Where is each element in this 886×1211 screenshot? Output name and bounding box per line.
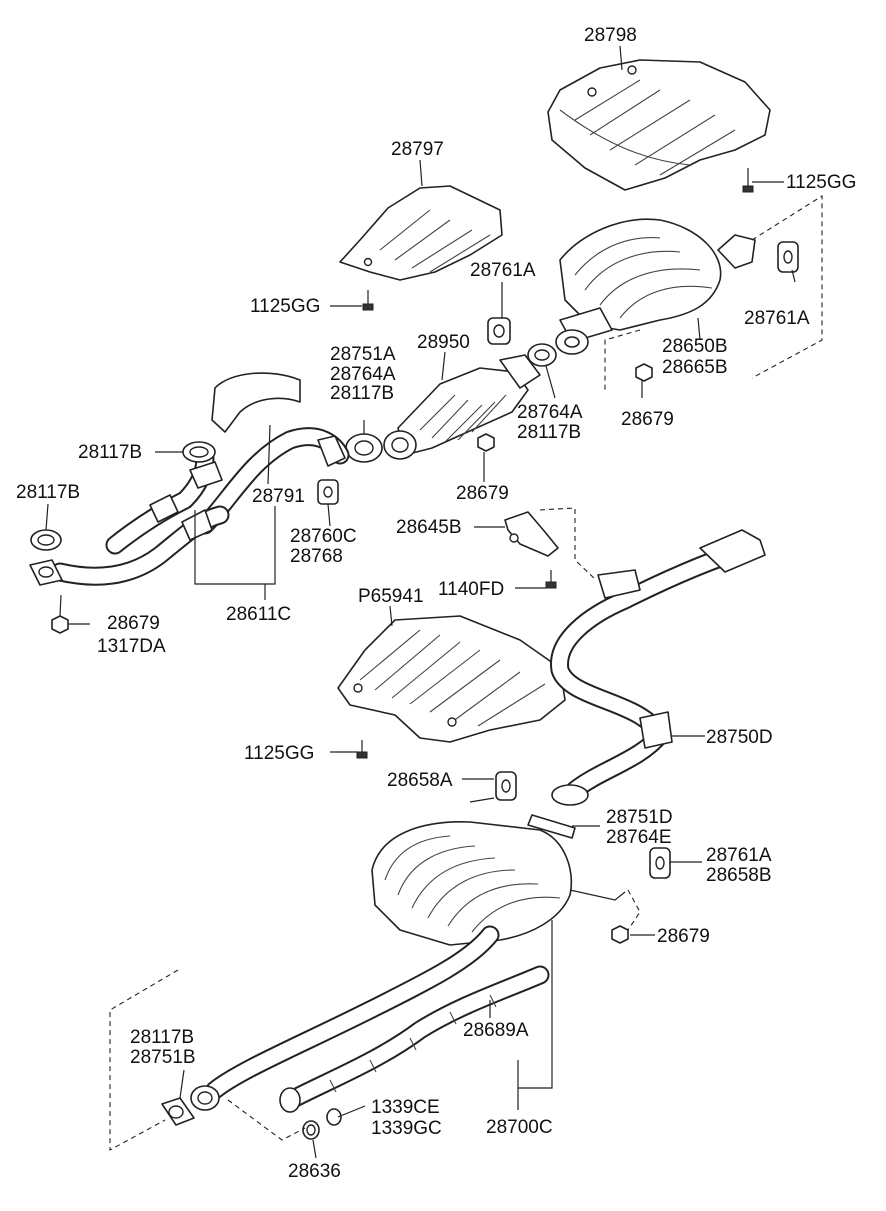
label-28797: 28797 (391, 139, 444, 160)
label-28798: 28798 (584, 25, 637, 46)
label-1317DA: 1317DA (97, 636, 166, 657)
heat-shield-P65941 (337, 615, 566, 743)
dashed-line-rear-nut (627, 889, 641, 931)
bolt-1125GG-mid (362, 290, 374, 311)
hanger-28761A-rear (649, 847, 671, 879)
label-28760C: 28760C (290, 526, 357, 547)
label-1125GG-bottom: 1125GG (244, 743, 314, 764)
gasket-28764A-left (345, 433, 383, 463)
label-1339GC: 1339GC (371, 1118, 442, 1139)
center-muffler-28650B (555, 218, 756, 355)
label-28764A-left: 28764A (330, 364, 396, 385)
leader-lines (45, 45, 796, 1159)
heat-shield-28797 (339, 185, 503, 281)
bolt-1140FD (545, 570, 557, 589)
hanger-28761A-right (777, 241, 799, 273)
label-1125GG-top: 1125GG (786, 172, 856, 193)
hanger-28658A (469, 771, 517, 803)
label-28689A: 28689A (463, 1020, 529, 1041)
label-28791: 28791 (252, 486, 305, 507)
rear-muffler-28700C (190, 821, 626, 1111)
label-28117B-lower: 28117B (16, 482, 80, 503)
label-28750D: 28750D (706, 727, 773, 748)
front-pipe-28791 (195, 372, 350, 535)
intermediate-pipe-28750D (550, 529, 766, 806)
bracket-28760C (317, 479, 339, 505)
dashed-line-center-muffler (604, 195, 823, 390)
label-28764E: 28764E (606, 827, 672, 848)
exhaust-manifold-28611C (29, 448, 230, 586)
label-1125GG-mid: 1125GG (250, 296, 320, 317)
tail-pipe-28689A (279, 965, 550, 1113)
label-28700C: 28700C (486, 1117, 553, 1138)
nut-28636 (302, 1120, 320, 1140)
label-28679-rear: 28679 (657, 926, 710, 947)
nut-28679-center (635, 363, 653, 382)
label-28645B: 28645B (396, 517, 462, 538)
label-28117B-rear: 28117B (130, 1027, 194, 1048)
label-28761A-rear: 28761A (706, 845, 772, 866)
label-P65941: P65941 (358, 586, 424, 607)
label-28117B-right: 28117B (517, 422, 581, 443)
hanger-28761A-left (487, 317, 511, 345)
gasket-28764A-right (527, 343, 557, 367)
label-28658B: 28658B (706, 865, 772, 886)
heat-shield-28798 (547, 59, 771, 191)
bracket-28645B (504, 511, 559, 557)
dashed-line-bracket (539, 507, 597, 581)
label-28650B: 28650B (662, 336, 728, 357)
label-28761A-right: 28761A (744, 308, 810, 329)
gasket-28751B (161, 1097, 195, 1126)
label-28679-manifold: 28679 (107, 613, 160, 634)
label-28658A: 28658A (387, 770, 453, 791)
label-28665B: 28665B (662, 357, 728, 378)
label-28761A-upper: 28761A (470, 260, 536, 281)
gasket-28117B-upper (182, 441, 216, 463)
label-28117B-manifold: 28117B (78, 442, 142, 463)
catalytic-converter-28950 (383, 354, 541, 460)
bolt-1125GG-bottom (356, 740, 368, 759)
label-28751B: 28751B (130, 1047, 196, 1068)
label-28768: 28768 (290, 546, 343, 567)
label-28950: 28950 (417, 332, 470, 353)
nut-28679-manifold (51, 615, 69, 634)
label-1140FD: 1140FD (438, 579, 504, 600)
nut-28679-rear (611, 925, 629, 944)
gasket-28117B-lower (30, 529, 62, 551)
label-28751D: 28751D (606, 807, 673, 828)
label-28679-converter: 28679 (456, 483, 509, 504)
label-28636: 28636 (288, 1161, 341, 1182)
label-28611C: 28611C (226, 604, 291, 625)
nut-28679-converter (477, 433, 495, 452)
label-28764A-right: 28764A (517, 402, 583, 423)
label-28117B-left: 28117B (330, 383, 394, 404)
bolt-1125GG-top (742, 168, 754, 193)
label-28751A: 28751A (330, 344, 396, 365)
dashed-line-rear (109, 969, 306, 1151)
clamp-1339CE (326, 1108, 342, 1126)
label-28679-center: 28679 (621, 409, 674, 430)
label-1339CE: 1339CE (371, 1097, 440, 1118)
